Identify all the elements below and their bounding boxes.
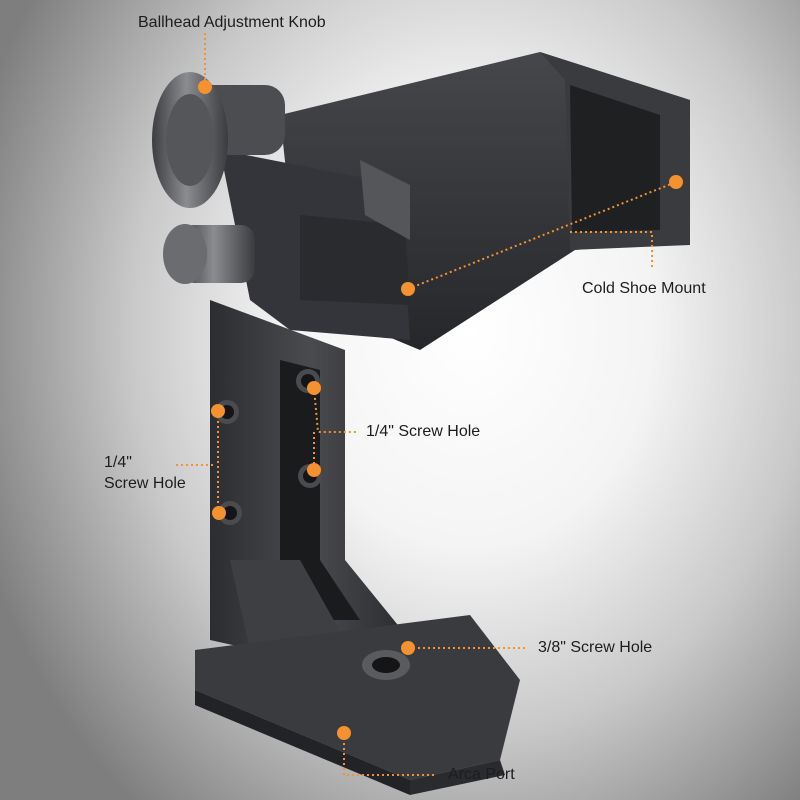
quarter-screw-hole-label-right: 1/4" Screw Hole <box>366 423 481 440</box>
three-eighth-screw-hole-label: 3/8" Screw Hole <box>538 639 653 656</box>
clamp-body <box>220 52 690 350</box>
callout-dots <box>198 80 683 740</box>
screw-holes <box>215 369 410 680</box>
quarter-screw-hole-label-left: 1/4" Screw Hole <box>104 454 186 492</box>
lock-knob <box>163 224 255 284</box>
ballhead-knob <box>152 72 285 208</box>
arca-base-plate <box>195 615 520 795</box>
arca-port-label: Arca Port <box>448 766 515 783</box>
ballhead-knob-label: Ballhead Adjustment Knob <box>138 14 326 31</box>
cold-shoe-label: Cold Shoe Mount <box>582 280 706 297</box>
